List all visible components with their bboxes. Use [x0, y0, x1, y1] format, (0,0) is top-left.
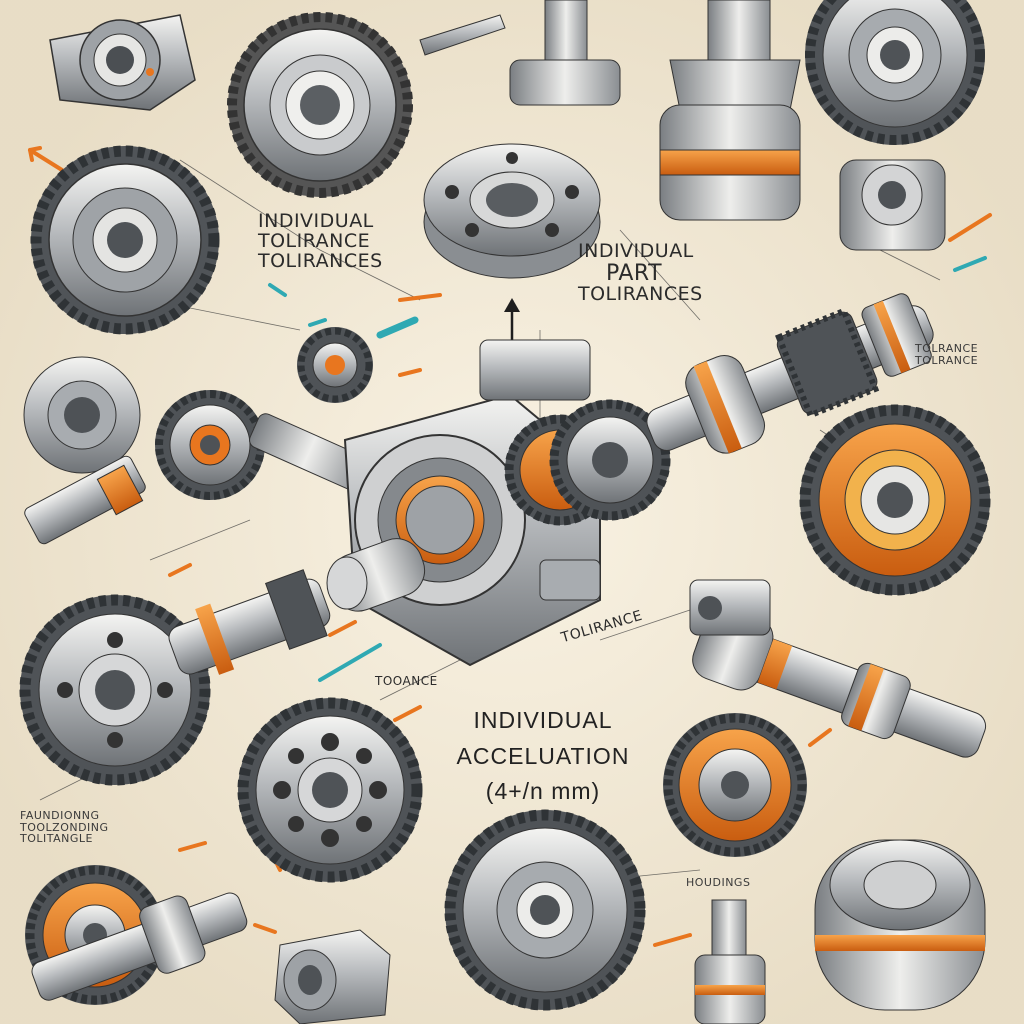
spur-gear-lower-left	[19, 594, 211, 786]
housing-block-bottom	[274, 929, 391, 1024]
spur-gear-orange-right	[799, 404, 991, 596]
label-line: TOLRANCE	[915, 342, 979, 355]
label-line: TOLIRANCES	[258, 249, 383, 272]
label-line: TOLIRANCE	[258, 229, 371, 252]
label-line: INDIVIDUAL	[578, 240, 694, 262]
shaft-bottom	[694, 899, 766, 1024]
center-title-line: INDIVIDUAL	[473, 707, 613, 733]
label-individual-part: INDIVIDUAL PART TOLIRANCES	[578, 240, 703, 306]
label-line: TOOLZONDING	[20, 820, 109, 834]
main-shaft-right	[646, 293, 934, 454]
label-line: TOLIRANCES	[578, 283, 703, 306]
label-line: TOLITANGLE	[20, 832, 93, 846]
bearing-block-right	[839, 159, 946, 251]
pinion-gear-left	[155, 390, 265, 500]
spur-gear-top-right	[805, 0, 985, 145]
label-left-note: FAUNDIONNG TOOLZONDING TOLITANGLE	[20, 810, 109, 845]
flange-bearing-top-left	[49, 14, 196, 111]
center-title-line: ACCELUATION	[456, 742, 630, 769]
flange-disc-center	[423, 143, 601, 279]
bearing-housing-bottom-right	[814, 839, 986, 1011]
label-tooance: TOOANCE	[375, 674, 438, 688]
label-line: TOLRANCE	[915, 353, 979, 367]
label-line: FAUNDIONNG	[20, 809, 100, 822]
label-tolerance-right: TOLRANCE TOLRANCE	[915, 343, 978, 366]
spur-gear-lower-center	[237, 697, 423, 883]
shaft-lower-left	[168, 569, 331, 675]
spur-gear-orange-bottom	[663, 713, 807, 857]
bearing-housing-top	[659, 0, 801, 221]
spur-gear-bottom-center	[444, 809, 646, 1011]
accent-arrows	[28, 146, 992, 947]
ring-bearing-left	[23, 356, 141, 474]
spur-gear-left	[30, 145, 220, 335]
spur-gear-top	[227, 12, 413, 198]
shaft-top	[419, 0, 621, 106]
center-title-line: (4+/n mm)	[485, 778, 601, 805]
pinion-small	[297, 327, 373, 403]
shaft-left	[24, 455, 146, 545]
label-houdings: HOUDINGS	[686, 876, 751, 889]
shaft-bottom-left	[31, 892, 248, 1001]
label-individual-tolerance: INDIVIDUAL TOLIRANCE TOLIRANCES	[258, 210, 383, 272]
center-title: INDIVIDUAL ACCELUATION (4+/n mm)	[428, 703, 658, 810]
label-line: PART	[606, 260, 663, 286]
gearbox-assembly	[326, 339, 671, 667]
label-line: INDIVIDUAL	[258, 210, 374, 232]
coupling-block-right	[689, 579, 771, 636]
